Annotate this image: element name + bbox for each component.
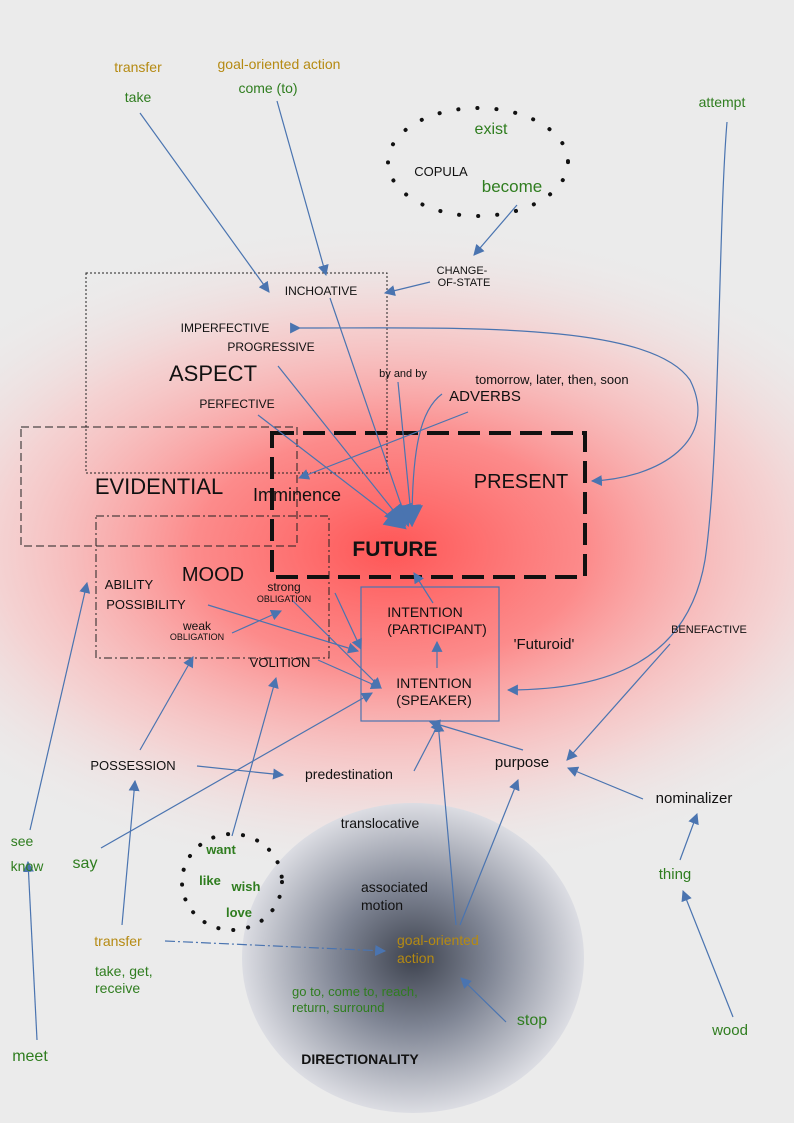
label-top-transfer: transfer [114,59,162,75]
arrow-take-to-inchoative [139,112,270,293]
label-copula: COPULA [414,164,468,179]
label-goal-oriented-1: goal-oriented [397,932,479,948]
label-change-of-state-2: OF-STATE [438,277,491,289]
label-thing: thing [659,866,692,883]
label-present: PRESENT [474,471,568,493]
label-nominalizer: nominalizer [656,790,733,807]
arrow-benefactive-to-purpose [566,643,671,761]
arrow-transfer-to-goal-action [164,940,387,957]
label-come-to: come (to) [238,80,297,96]
label-imperfective: IMPERFECTIVE [181,321,270,335]
volition-dotted-cycle [180,832,284,932]
arrow-nominalizer-to-purpose [566,766,644,800]
label-become: become [482,177,542,196]
label-aspect: ASPECT [169,361,257,386]
arrow-stop-to-goal-action [460,977,507,1023]
label-motion-verbs-2: return, surround [292,1000,385,1015]
label-mood: MOOD [182,564,244,586]
label-intention-participant-1: INTENTION [387,604,462,620]
label-motion-verbs-1: go to, come to, reach, [292,984,418,999]
arrow-goal-action-to-purpose [459,778,520,926]
arrow-wood-to-thing [681,889,734,1018]
label-take-get-1: take, get, [95,963,153,979]
label-adverbs-temporal: tomorrow, later, then, soon [475,372,628,387]
arrow-purpose-to-intention [428,719,524,751]
directionality-sphere [242,803,584,1113]
label-progressive: PROGRESSIVE [227,340,314,354]
label-translocative: translocative [341,815,420,831]
label-associated-2: motion [361,897,403,913]
label-evidential: EVIDENTIAL [95,474,223,499]
arrow-possibility-to-intention [207,604,360,654]
label-intention-participant-2: (PARTICIPANT) [387,621,487,637]
label-strong-obligation: OBLIGATION [257,594,311,604]
label-future: FUTURE [352,538,437,561]
label-associated-1: associated [361,879,428,895]
label-love: love [226,905,252,920]
label-meet: meet [12,1048,48,1065]
label-goal-oriented-2: action [397,950,434,966]
label-strong: strong [267,580,300,594]
label-futuroid: 'Futuroid' [514,636,575,653]
label-purpose: purpose [495,754,549,771]
label-like: like [199,873,221,888]
label-perfective: PERFECTIVE [199,397,274,411]
arrow-attempt-to-intention-speaker [506,121,728,696]
arrow-thing-to-nominalizer [679,812,699,861]
label-predestination: predestination [305,766,393,782]
arrow-transfer-to-possession [121,779,140,926]
arrow-become-to-change-of-state [473,204,518,256]
label-top-goal-oriented-action: goal-oriented action [218,56,341,72]
arrow-intention-to-future [413,572,434,604]
label-know: know [11,858,45,874]
label-take: take [125,89,152,105]
label-say: say [73,855,98,872]
arrow-present-to-imperfective [290,322,699,487]
arrow-meet-to-know [23,860,38,1041]
label-possibility: POSSIBILITY [106,597,186,612]
label-attempt: attempt [699,94,746,110]
label-want: want [205,842,236,857]
label-exist: exist [475,121,508,138]
arrow-weak-to-strong-obligation [231,610,283,634]
label-by-and-by: by and by [379,368,427,380]
label-volition: VOLITION [250,655,311,670]
label-benefactive: BENEFACTIVE [671,624,747,636]
label-change-of-state-1: CHANGE- [437,265,488,277]
arrow-possession-to-weak-obligation [139,656,194,751]
arrow-obligation-to-intention [291,599,382,689]
copula-dotted-cycle [386,106,570,218]
label-imminence: Imminence [253,485,341,505]
label-directionality: DIRECTIONALITY [301,1051,419,1067]
label-ability: ABILITY [105,577,154,592]
arrow-change-of-state-to-inchoative [383,281,431,296]
label-bottom-transfer: transfer [94,933,142,949]
arrow-goal-action-to-intention [433,720,457,926]
arrow-strong-obligation-to-intention [334,592,362,650]
label-intention-speaker-1: INTENTION [396,675,471,691]
arrow-possession-to-predestination [196,765,285,780]
label-stop: stop [517,1012,547,1029]
label-weak: weak [182,619,212,633]
arrow-want-to-volition [231,676,279,837]
label-weak-obligation: OBLIGATION [170,632,224,642]
label-intention-speaker-2: (SPEAKER) [396,692,471,708]
label-wish: wish [231,879,261,894]
label-possession: POSSESSION [90,758,175,773]
label-adverbs: ADVERBS [449,388,521,405]
mood-box [95,515,330,659]
label-see: see [11,833,34,849]
label-take-get-2: receive [95,980,140,996]
label-wood: wood [711,1022,748,1039]
label-inchoative: INCHOATIVE [285,284,357,298]
arrow-see-to-ability [29,581,91,831]
arrow-say-to-intention [100,692,373,849]
arrow-come-to-inchoative [276,100,329,277]
evidential-box [20,426,298,547]
